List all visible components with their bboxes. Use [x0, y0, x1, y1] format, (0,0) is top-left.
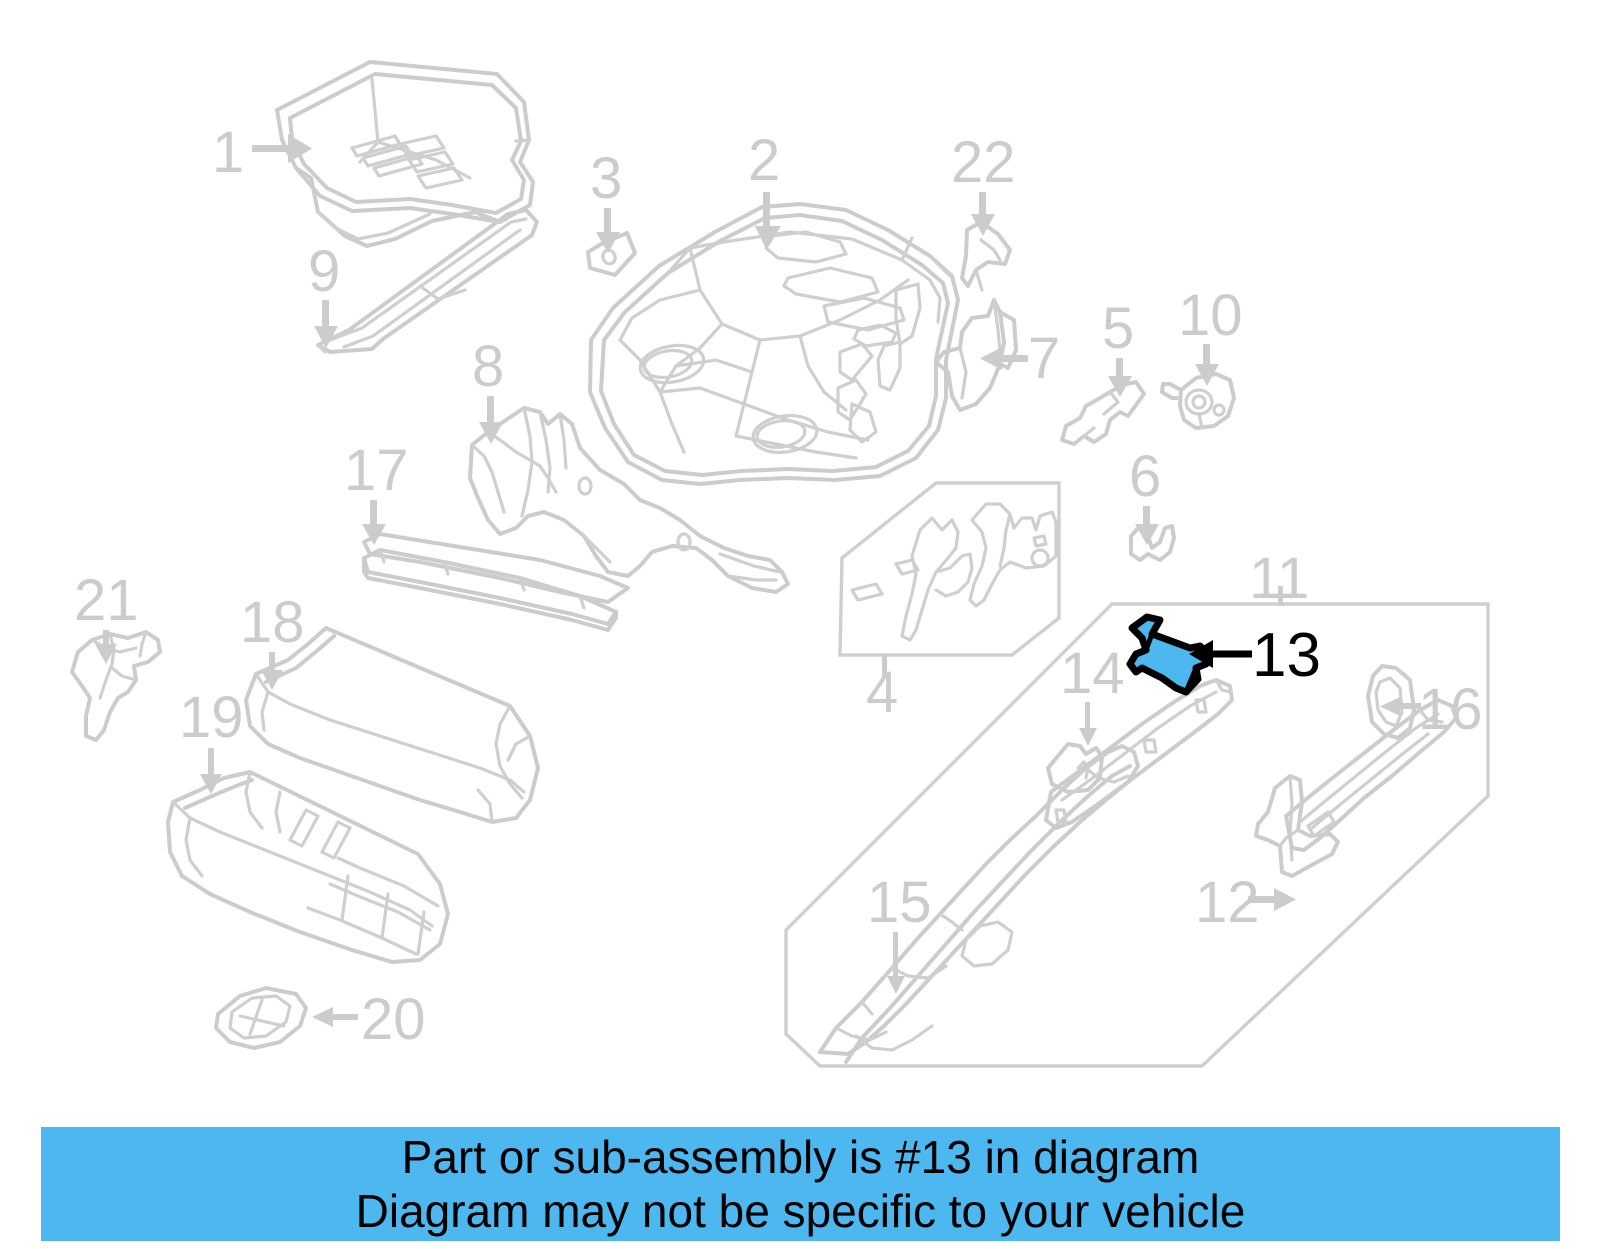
part-13-highlighted-shape[interactable]	[1126, 613, 1212, 696]
part-19-shape	[166, 770, 450, 964]
part-22-shape	[960, 220, 1012, 292]
callout-label-22: 22	[951, 130, 1016, 195]
callout-label-17: 17	[344, 438, 409, 503]
callout-label-21: 21	[74, 568, 139, 633]
callout-numbers-gray: 1 2 3 4 5 6 7 8 9 10 11 12 14 15 16 17 1…	[74, 120, 1483, 1052]
callout-label-10: 10	[1178, 283, 1243, 348]
callout-label-18: 18	[240, 590, 305, 655]
part-4-inset-box	[838, 481, 1061, 657]
callout-label-3: 3	[590, 146, 622, 211]
part-14-shape	[1046, 742, 1104, 794]
callout-arrow-14	[1079, 702, 1097, 746]
part-1-shape	[275, 60, 535, 248]
callout-arrow-18	[261, 652, 283, 690]
callout-arrow-17	[362, 500, 386, 545]
callout-arrow-7	[980, 347, 1028, 370]
inset-upper-rail-shape	[1044, 678, 1234, 830]
callout-arrow-22	[971, 192, 995, 236]
part-7-shape	[934, 298, 1018, 412]
callout-label-5: 5	[1102, 296, 1134, 361]
part-4-contents	[850, 502, 1058, 642]
callout-arrow-4	[882, 655, 887, 677]
callout-arrow-8	[479, 396, 503, 444]
banner-line-2: Diagram may not be specific to your vehi…	[355, 1185, 1246, 1237]
callout-label-1: 1	[212, 120, 244, 185]
callout-arrow-6	[1135, 506, 1159, 545]
callout-arrow-1	[252, 134, 312, 163]
callout-arrow-15	[887, 932, 905, 994]
callout-arrow-12	[1248, 888, 1296, 911]
callout-label-20: 20	[361, 987, 426, 1052]
callout-arrow-3	[596, 208, 620, 253]
callout-label-13: 13	[1252, 621, 1321, 690]
part-18-shape	[244, 626, 540, 824]
part-21-shape	[70, 630, 162, 742]
info-banner: Part or sub-assembly is #13 in diagram D…	[41, 1127, 1560, 1241]
callout-label-2: 2	[748, 128, 780, 193]
callout-arrow-9	[314, 300, 338, 348]
callout-arrow-20	[312, 1007, 358, 1027]
callout-label-8: 8	[472, 334, 504, 399]
callout-label-14: 14	[1060, 641, 1125, 706]
part-9-shape	[316, 208, 539, 354]
part-10-shape	[1160, 372, 1236, 430]
callout-arrow-16	[1380, 697, 1421, 716]
part-20-shape	[214, 986, 308, 1050]
callout-label-15: 15	[867, 870, 932, 935]
callout-arrow-10	[1195, 344, 1219, 386]
inset-lower-rail-shape	[1284, 698, 1458, 852]
callout-label-16: 16	[1418, 677, 1483, 742]
callout-label-19: 19	[179, 685, 244, 750]
part-8-shape	[468, 406, 790, 594]
part-15-shape	[818, 744, 1140, 1064]
callout-label-9: 9	[308, 239, 340, 304]
callout-arrow-11	[1278, 586, 1283, 606]
callout-arrows-gray	[95, 134, 1421, 1027]
part-5-shape	[1060, 380, 1146, 446]
callout-arrow-21	[95, 630, 117, 664]
part-17-shape	[362, 532, 630, 632]
callout-arrow-5	[1108, 358, 1132, 397]
callout-arrow-13	[1189, 640, 1252, 668]
part-2-shape	[588, 202, 960, 486]
callout-arrow-2	[755, 192, 781, 250]
banner-line-1: Part or sub-assembly is #13 in diagram	[401, 1131, 1200, 1183]
part-3-shape	[586, 231, 637, 277]
callout-label-6: 6	[1129, 444, 1161, 509]
part-11-inset-box	[784, 602, 1490, 1068]
part-16-shape	[1366, 664, 1416, 740]
callout-label-7: 7	[1028, 326, 1060, 391]
callout-arrow-19	[200, 748, 222, 794]
